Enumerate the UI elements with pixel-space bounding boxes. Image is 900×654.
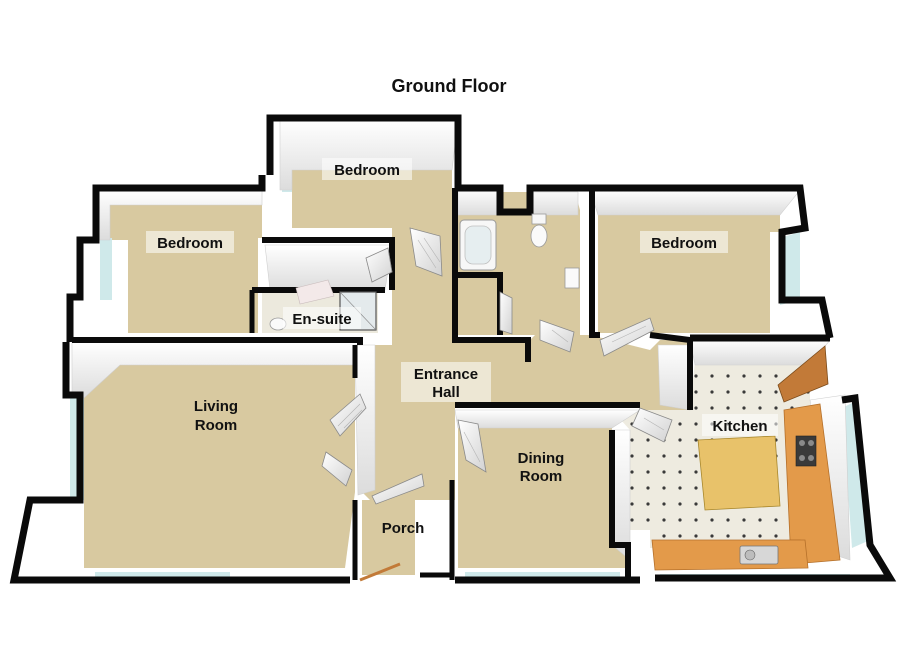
porch-floor xyxy=(362,500,415,575)
door-kitchen xyxy=(631,407,673,443)
window-kitchen-right xyxy=(842,400,870,548)
hob xyxy=(795,435,817,467)
porch-front-door xyxy=(359,562,401,582)
kitchen-worktop xyxy=(651,403,841,571)
label-living-room-2: Room xyxy=(195,417,238,434)
door-bedroom-left xyxy=(365,247,393,283)
bedroom-left-floor xyxy=(110,200,262,333)
entrance-hall-floor xyxy=(360,228,690,500)
label-porch: Porch xyxy=(382,520,425,537)
door-bedroom-right-b xyxy=(599,317,655,357)
door-bathroom xyxy=(499,291,513,335)
door-kitchen-external xyxy=(777,345,829,403)
door-porch-b xyxy=(371,473,425,505)
bedroom-right-floor xyxy=(598,202,780,333)
label-ensuite: En-suite xyxy=(292,311,351,328)
door-bedroom-right-a xyxy=(539,319,575,353)
label-entrance-hall-1: Entrance xyxy=(414,366,478,383)
label-bedroom-left: Bedroom xyxy=(157,235,223,252)
label-entrance-hall-2: Hall xyxy=(432,384,460,401)
wall-tops xyxy=(9,114,897,584)
floor-title: Ground Floor xyxy=(392,76,507,96)
wall-faces xyxy=(71,119,851,561)
kitchen-island xyxy=(697,435,781,511)
label-dining-room-1: Dining xyxy=(518,450,565,467)
bathroom-basin xyxy=(564,267,580,289)
label-bedroom-right: Bedroom xyxy=(651,235,717,252)
window-bedroom-left xyxy=(100,238,112,300)
toilet xyxy=(530,213,548,248)
doors xyxy=(321,227,829,582)
label-bedroom-top: Bedroom xyxy=(334,162,400,179)
room-labels: Bedroom Bedroom Bedroom En-suite Entranc… xyxy=(146,158,778,537)
door-dining xyxy=(457,419,487,473)
dining-room-floor xyxy=(458,423,628,568)
label-dining-room-2: Room xyxy=(520,468,563,485)
door-panels xyxy=(337,237,665,463)
label-living-room-1: Living xyxy=(194,398,238,415)
kitchen-sink xyxy=(739,545,779,565)
label-kitchen: Kitchen xyxy=(712,418,767,435)
door-porch-a xyxy=(321,451,353,487)
door-living xyxy=(329,393,367,437)
living-room-floor xyxy=(84,362,355,568)
bathtub xyxy=(459,219,497,271)
